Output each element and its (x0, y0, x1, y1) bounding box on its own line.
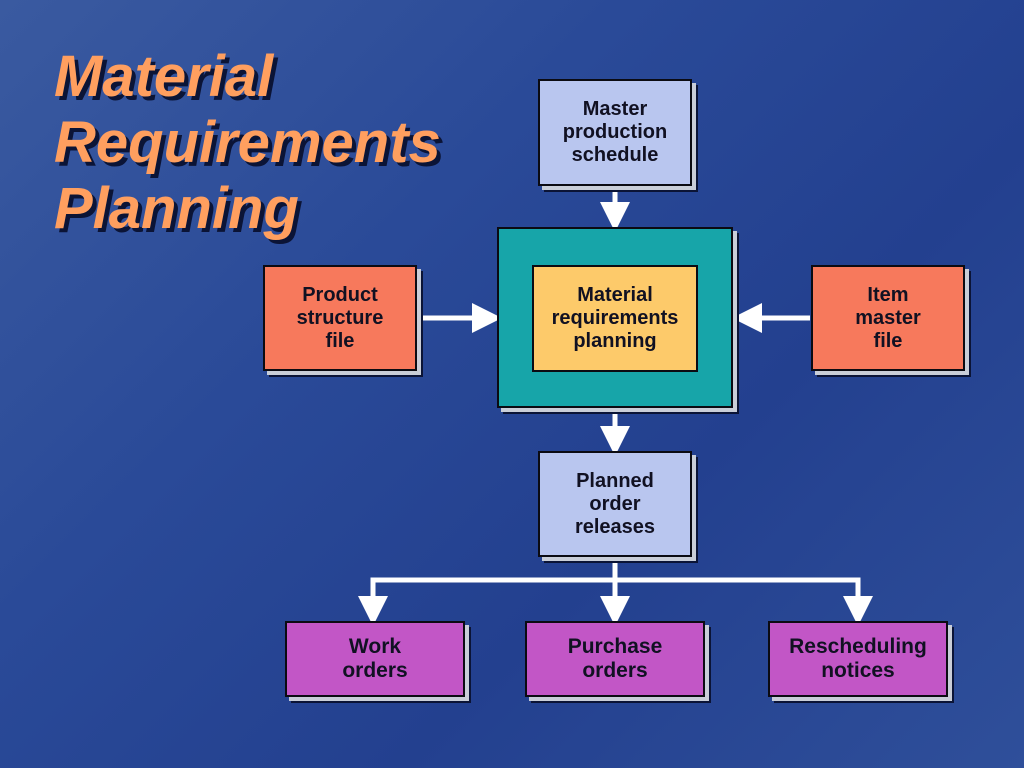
node-work-orders: Work orders (285, 621, 465, 697)
title-line-1: Material (54, 44, 274, 109)
node-product-structure-file: Product structure file (263, 265, 417, 371)
node-mrp-system-frame: Material requirements planning (497, 227, 733, 408)
node-label: Work orders (342, 635, 408, 682)
node-item-master-file: Item master file (811, 265, 965, 371)
node-label: Item master file (855, 283, 921, 352)
node-purchase-orders: Purchase orders (525, 621, 705, 697)
title-line-2: Requirements (54, 110, 441, 175)
node-label: Material requirements planning (551, 284, 679, 352)
node-master-production-schedule: Master production schedule (538, 79, 692, 186)
node-label: Master production schedule (562, 98, 668, 166)
node-label: Product structure file (296, 283, 384, 352)
node-label: Rescheduling notices (789, 635, 927, 682)
slide-title: Material Requirements Planning (54, 44, 441, 242)
node-planned-order-releases: Planned order releases (538, 451, 692, 557)
node-label: Planned order releases (574, 469, 656, 538)
node-material-requirements-planning: Material requirements planning (532, 265, 698, 372)
node-rescheduling-notices: Rescheduling notices (768, 621, 948, 697)
node-label: Purchase orders (567, 635, 663, 682)
title-line-3: Planning (54, 176, 299, 241)
